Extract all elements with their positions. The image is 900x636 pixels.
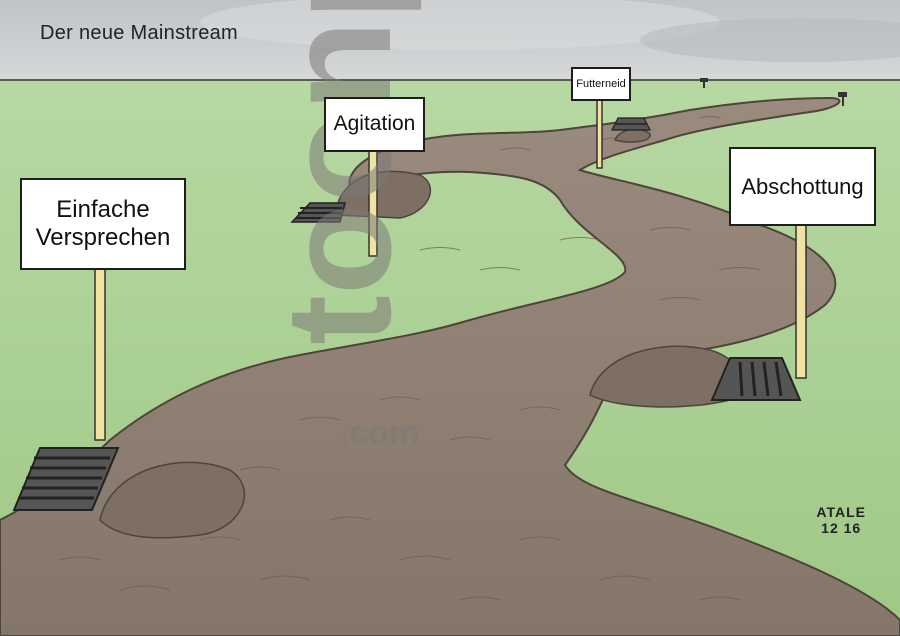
cloud bbox=[200, 0, 720, 50]
sign-text: Abschottung bbox=[741, 173, 864, 199]
sign-abschottung: Abschottung bbox=[729, 147, 876, 226]
watermark-text: toonpool bbox=[254, 0, 422, 345]
watermark: toonpool .com bbox=[254, 0, 422, 452]
drain-large bbox=[12, 447, 120, 511]
drain-middle bbox=[290, 202, 346, 223]
drain-far bbox=[611, 117, 651, 131]
sign-text: Futterneid bbox=[576, 77, 626, 90]
sign-einfache-versprechen: Einfache Versprechen bbox=[20, 178, 186, 270]
sign-text-line1: Einfache bbox=[56, 196, 150, 224]
signature-date: 12 16 bbox=[821, 520, 862, 537]
sign-text: Agitation bbox=[333, 112, 416, 136]
sign-agitation: Agitation bbox=[324, 97, 425, 152]
sign-text-line2: Versprechen bbox=[35, 224, 171, 251]
distant-posts bbox=[700, 78, 847, 106]
watermark-domain: .com bbox=[340, 414, 419, 452]
cartoon-title: Der neue Mainstream bbox=[40, 22, 239, 44]
mud-heaps bbox=[99, 128, 743, 539]
artist-signature: ATALE 12 16 bbox=[816, 504, 866, 536]
cloud bbox=[640, 18, 900, 62]
drain-right bbox=[710, 357, 802, 401]
sign-futterneid: Futterneid bbox=[571, 67, 631, 101]
signature-name: ATALE bbox=[816, 504, 866, 520]
river-ripples bbox=[59, 116, 761, 601]
